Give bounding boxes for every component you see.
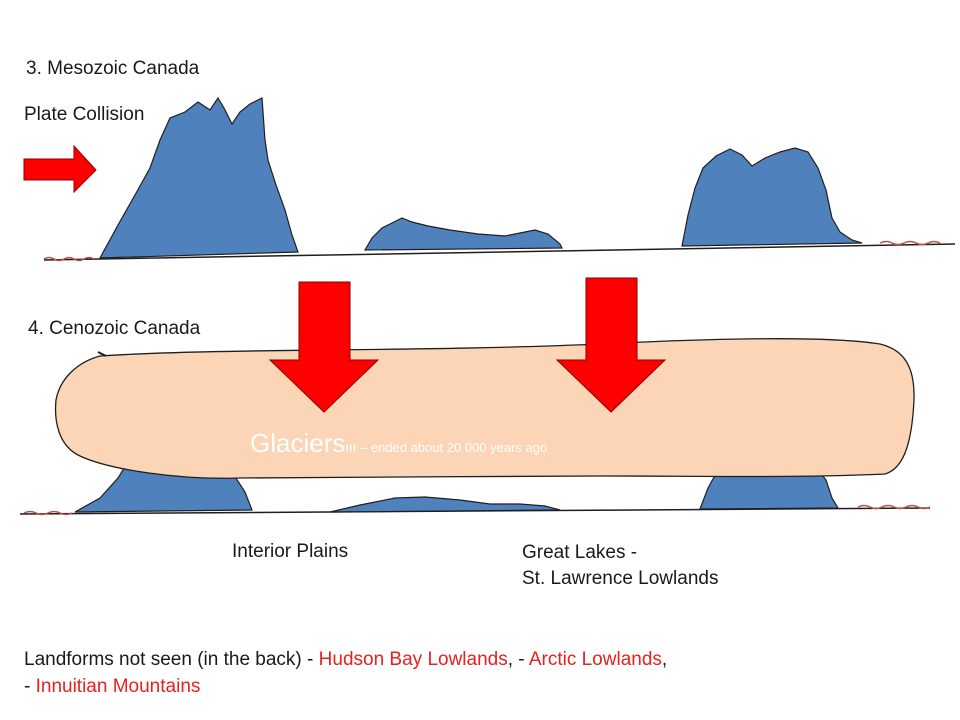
glacier-tip: [97, 351, 107, 357]
plate-collision-label: Plate Collision: [24, 104, 145, 125]
western-mountains: [98, 96, 299, 259]
worn-interior-bump: [329, 496, 561, 513]
glacier-note: – ended about 20 000 years ago: [356, 440, 548, 455]
footer-dash: -: [24, 676, 31, 697]
footer-hudson-bay: Hudson Bay Lowlands: [313, 649, 508, 670]
eastern-mountains: [681, 147, 863, 247]
wave-left-top: [43, 256, 95, 262]
interior-plains-label: Interior Plains: [232, 541, 349, 562]
great-lakes-label-line2: St. Lawrence Lowlands: [522, 568, 719, 589]
cenozoic-landscape: [19, 338, 931, 516]
mesozoic-title: 3. Mesozoic Canada: [26, 58, 200, 79]
wave-left-bottom: [23, 510, 73, 516]
footer-innuitian: Innuitian Mountains: [30, 676, 201, 697]
right-arrow-icon: [23, 144, 97, 194]
wave-right-top: [879, 240, 941, 246]
down-arrow-icon: [268, 281, 380, 413]
glacier-label: Glaciers!!! – ended about 20 000 years a…: [250, 428, 547, 459]
mesozoic-landscape: [43, 96, 956, 262]
interior-bump: [363, 217, 563, 251]
footer-arctic: Arctic Lowlands: [524, 649, 662, 670]
wave-right-bottom: [857, 504, 931, 510]
glacier-exclaim: !!!: [345, 443, 357, 455]
footer-prefix: Landforms not seen (in the back) -: [24, 649, 314, 670]
great-lakes-label-line1: Great Lakes -: [522, 542, 638, 563]
footer-note: Landforms not seen (in the back) - Hudso…: [24, 646, 924, 700]
baseline-top: [43, 243, 956, 261]
cenozoic-title: 4. Cenozoic Canada: [28, 318, 201, 339]
glacier-main-text: Glaciers: [250, 428, 346, 458]
down-arrow-icon: [555, 277, 667, 413]
footer-sep1: , -: [507, 649, 525, 670]
footer-sep2: ,: [661, 649, 668, 670]
